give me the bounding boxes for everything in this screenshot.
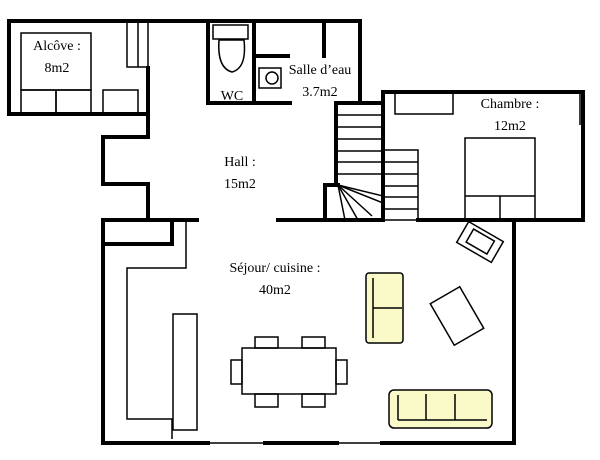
armchair (455, 220, 505, 264)
staircase (323, 114, 419, 222)
room-wc: WC (210, 86, 254, 108)
coffee-table (429, 285, 485, 347)
toilet-icon (212, 24, 249, 73)
sofa-small (365, 272, 404, 344)
room-salle-eau: Salle d’eau 3.7m2 (282, 60, 358, 104)
room-area: 15m2 (224, 177, 256, 192)
room-name: WC (220, 89, 244, 104)
room-sejour: Séjour/ cuisine : 40m2 (215, 258, 335, 302)
room-name: Alcôve : (33, 39, 81, 54)
room-name: Chambre : (480, 97, 540, 112)
room-area: 40m2 (259, 283, 291, 298)
sejour-furniture (126, 220, 505, 439)
dining-table (241, 347, 337, 395)
room-area: 8m2 (44, 61, 70, 76)
alcove-furniture (20, 20, 149, 114)
room-name: Salle d’eau (288, 63, 352, 78)
room-hall: Hall : 15m2 (210, 152, 270, 196)
chambre-furniture (394, 91, 536, 221)
room-chambre: Chambre : 12m2 (465, 94, 555, 138)
room-name: Hall : (224, 155, 256, 170)
room-area: 3.7m2 (302, 85, 338, 100)
sofa-large (388, 389, 493, 429)
room-name: Séjour/ cuisine : (229, 261, 321, 276)
room-area: 12m2 (494, 119, 526, 134)
room-alcove: Alcôve : 8m2 (22, 36, 92, 80)
sink-icon (258, 67, 282, 89)
